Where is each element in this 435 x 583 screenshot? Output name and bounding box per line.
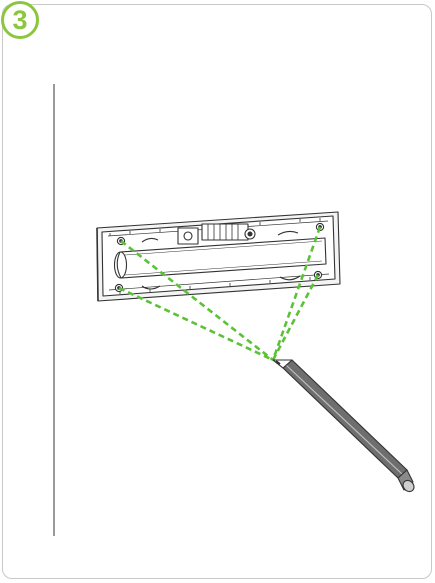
step-number-badge: 3 [1, 1, 39, 39]
vertical-rule [53, 84, 55, 536]
guide-lines-icon [118, 226, 322, 362]
pencil-icon [272, 359, 415, 493]
mounting-plate-icon [96, 211, 341, 302]
